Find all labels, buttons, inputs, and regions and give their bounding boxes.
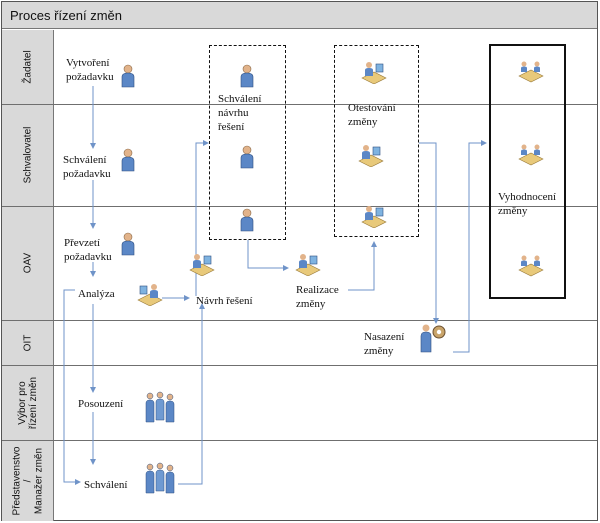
arrow-otestovani-to-nasazeni [419,142,439,324]
step-analyza: Analýza [78,288,115,300]
step-navrh-reseni: Návrh řešení [196,295,253,307]
person-at-desk-icon [137,284,163,306]
step-schvaleni-pozadavku: Schválení požadavku [63,154,111,180]
person-icon [121,64,135,88]
step-schvaleni: Schválení [84,479,128,491]
step-vytvoreni: Vytvoření požadavku [66,57,114,83]
lane-schvalovatel: Schvalovatel [2,104,54,206]
step-nasazeni: Nasazení změny [364,331,405,357]
person-at-desk-icon [189,254,215,276]
diagram-title: Proces řízení změn [2,2,597,29]
step-otestovani: Otestování změny [348,102,396,128]
lane-divider [2,440,597,441]
person-icon [240,64,254,88]
person-at-desk-icon [295,254,321,276]
approval-group-box [209,45,286,240]
group-of-people-icon [145,462,175,494]
lane-zadatel: Žadatel [2,30,54,104]
meeting-table-icon [518,255,544,277]
arrow-schvaleni-navrhu-to-realizace [247,240,289,271]
step-vyhodnoceni: Vyhodnocení změny [498,191,557,217]
lane-oit: OIT [2,320,54,365]
evaluation-group-box [489,44,566,299]
lane-predstavenstvo: Představenstvo / Manažer změn [2,440,54,521]
step-realizace: Realizace změny [296,284,339,310]
person-icon [240,208,254,232]
lane-divider [2,104,597,105]
deploy-person-icon [420,324,446,353]
step-schvaleni-navrhu: Schválení návrhu řešení [218,93,262,133]
lane-vybor: Výbor pro řízení změn [2,365,54,440]
group-of-people-icon [145,391,175,423]
arrow-navrh-to-schvaleni-navrhu [195,140,209,296]
person-icon [240,145,254,169]
step-posouzeni: Posouzení [78,398,124,410]
lane-oav: OAV [2,206,54,320]
arrow-realizace-to-otestovani [348,241,377,291]
person-at-desk-icon [361,206,387,228]
meeting-table-icon [518,144,544,166]
arrow-analyza-to-schvaleni [63,289,81,485]
meeting-table-icon [518,61,544,83]
lane-divider [2,206,597,207]
lane-divider [2,365,597,366]
step-prevzeti: Převzetí požadavku [64,237,112,263]
person-at-desk-icon [358,145,384,167]
lane-divider [2,320,597,321]
arrow-schvaleni-to-navrh [178,303,205,485]
person-icon [121,148,135,172]
person-at-desk-icon [361,62,387,84]
testing-group-box [334,45,419,237]
person-icon [121,232,135,256]
arrow-nasazeni-to-vyhodnoceni [453,140,487,353]
